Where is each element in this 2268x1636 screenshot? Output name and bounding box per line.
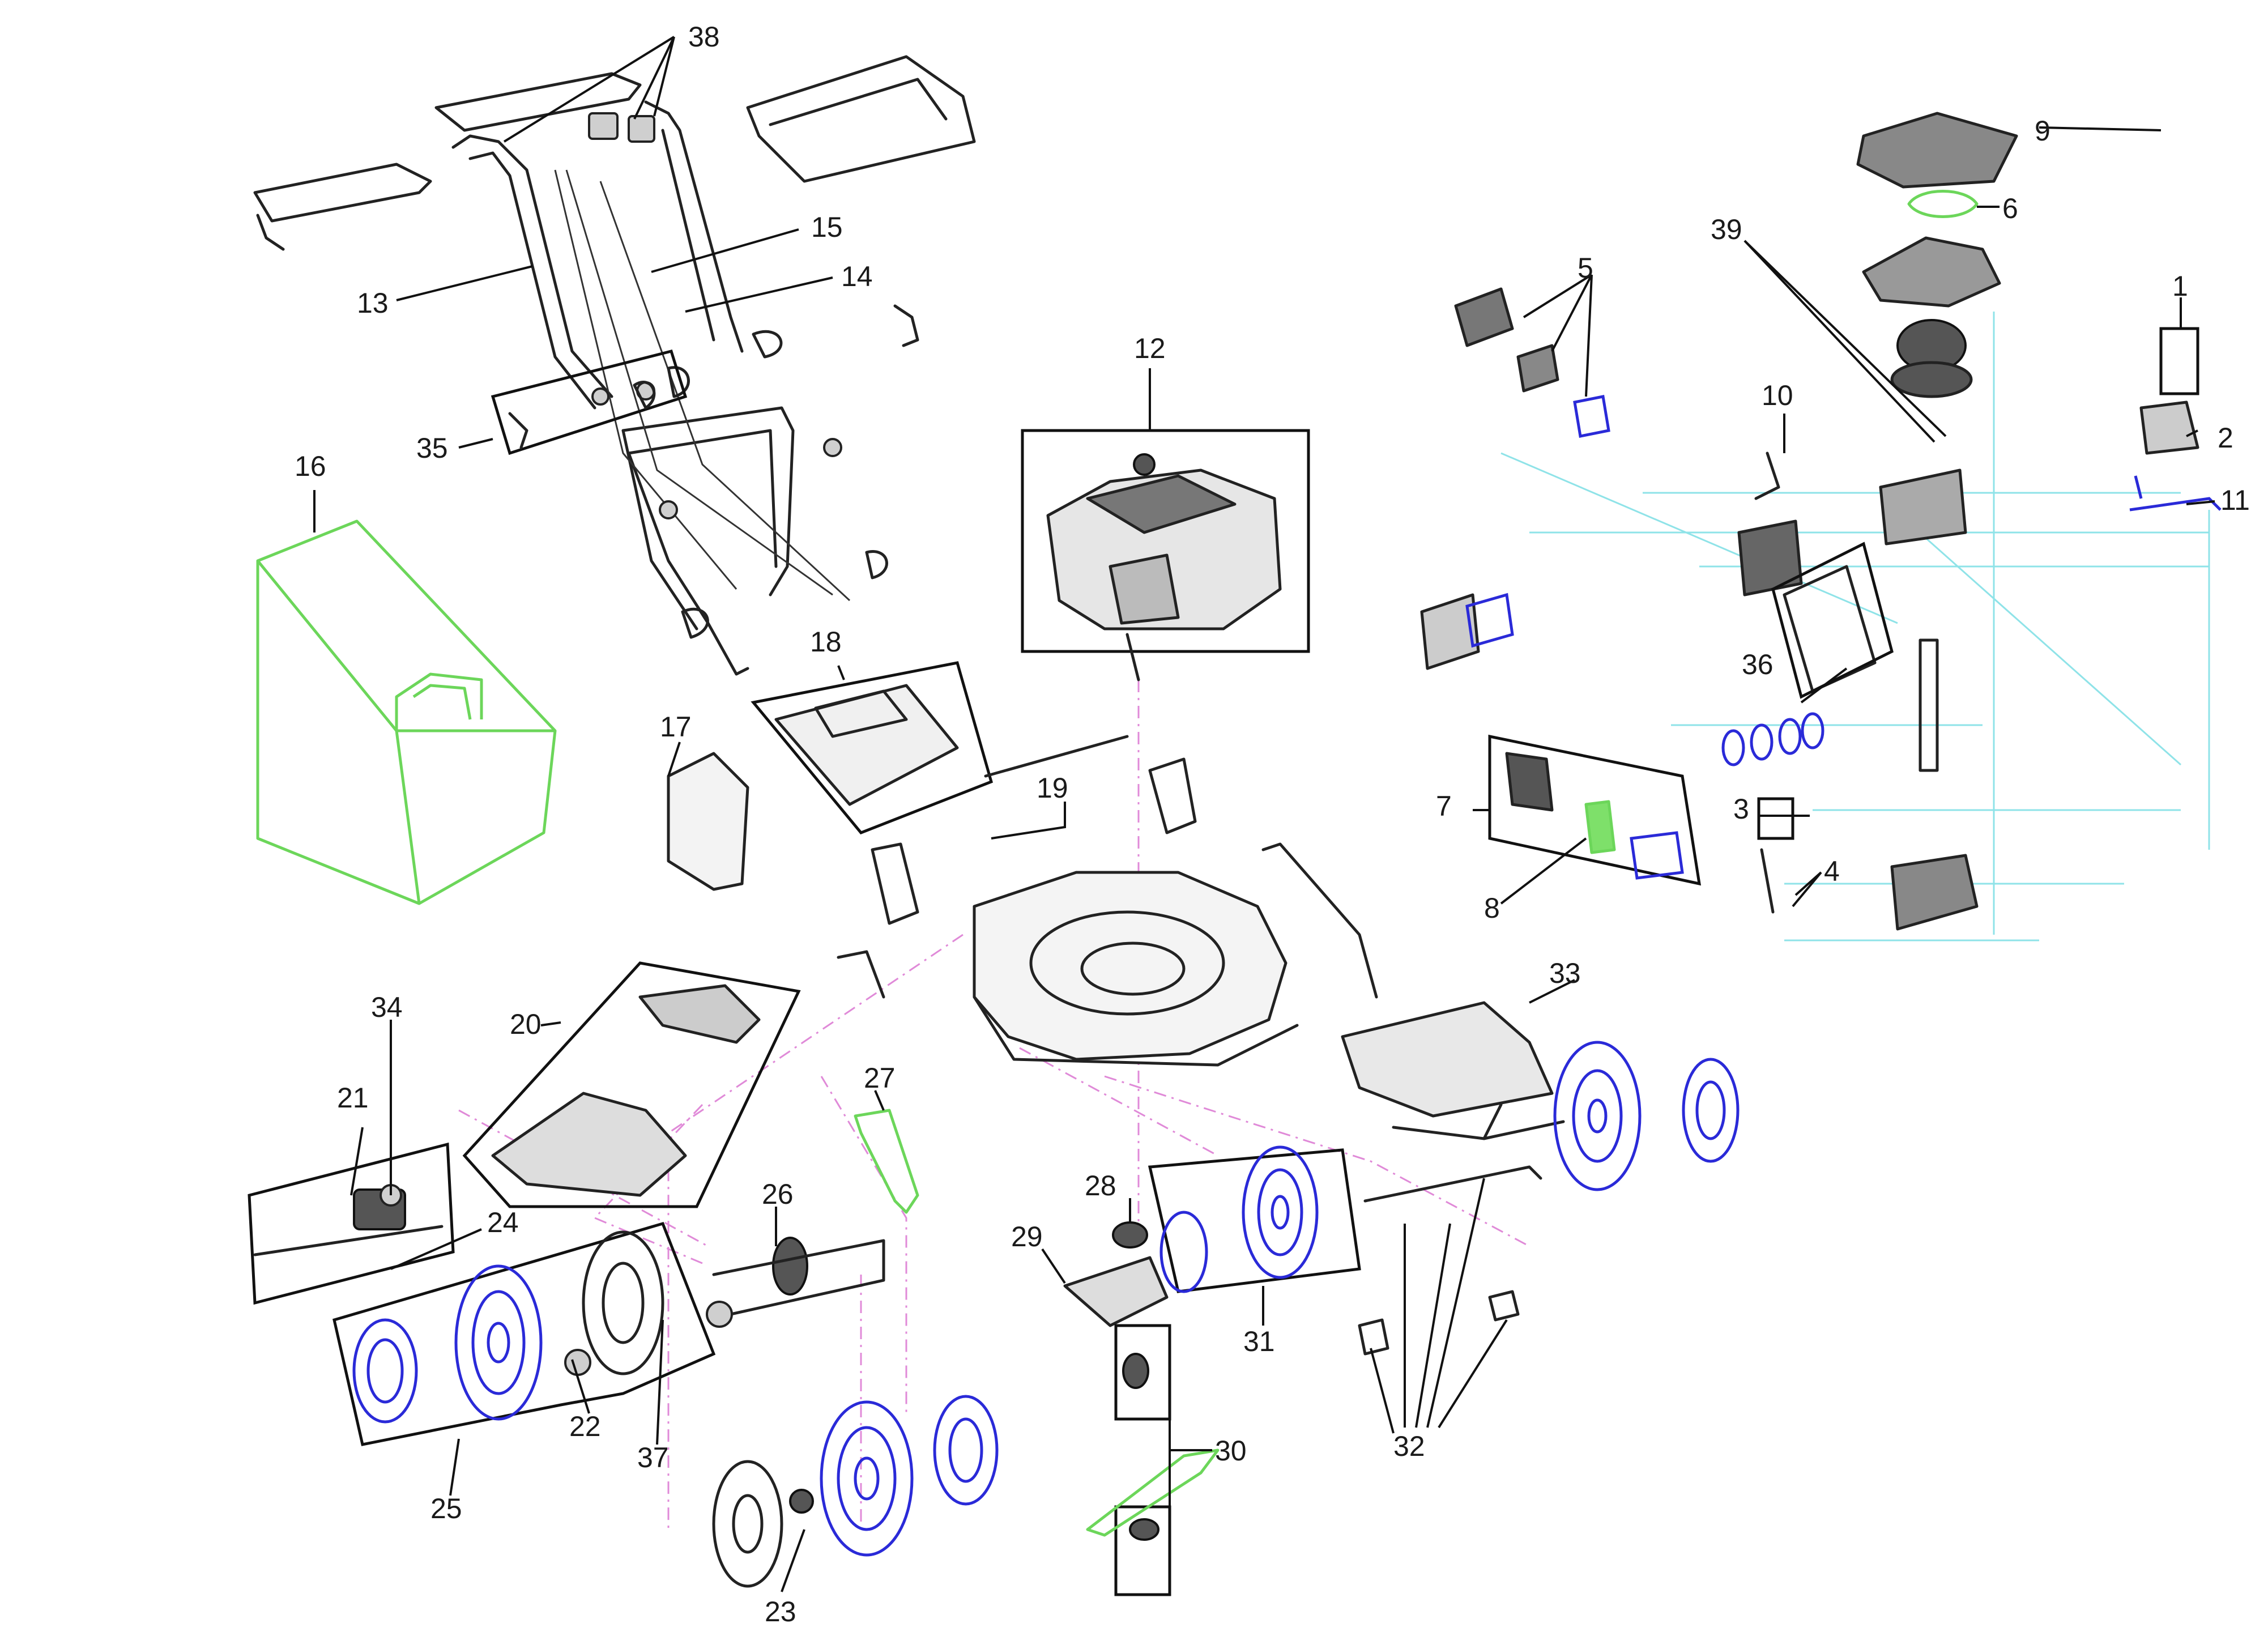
label-11: 11: [2220, 484, 2250, 516]
axle-wheels: [1358, 1041, 1740, 1356]
label-16: 16: [295, 450, 326, 482]
label-14: 14: [841, 261, 873, 292]
mower-deck: [837, 633, 1378, 1067]
label-25: 25: [430, 1493, 462, 1524]
label-10: 10: [1762, 380, 1793, 411]
front-wheel-assembly: [712, 1395, 999, 1588]
label-39: 39: [1711, 214, 1742, 245]
handle-assembly: [253, 55, 976, 676]
side-wheel-box: [1148, 1145, 1361, 1293]
label-5: 5: [1578, 252, 1593, 284]
blade-adapter: [1063, 1221, 1169, 1327]
label-32: 32: [1393, 1430, 1425, 1462]
label-30: 30: [1215, 1435, 1247, 1467]
pulley-assembly: [706, 1237, 885, 1328]
label-7: 7: [1436, 790, 1452, 822]
label-17: 17: [660, 711, 692, 743]
label-37: 37: [637, 1442, 669, 1473]
label-13: 13: [357, 287, 389, 319]
label-33: 33: [1549, 957, 1581, 989]
flap-box: [462, 961, 801, 1208]
label-26: 26: [762, 1178, 794, 1210]
label-12: 12: [1134, 333, 1166, 364]
part-labels: 38 9 6 39 1 5 2 11 10 12 15 14 13 35 16 …: [295, 21, 2250, 1628]
label-9: 9: [2035, 115, 2050, 147]
label-22: 22: [569, 1411, 601, 1442]
label-23: 23: [765, 1596, 796, 1628]
rear-wheel-box: [332, 1221, 716, 1446]
label-38: 38: [688, 21, 720, 53]
label-2: 2: [2218, 422, 2233, 454]
label-20: 20: [510, 1008, 542, 1040]
label-4: 4: [1824, 855, 1840, 887]
label-8: 8: [1484, 892, 1500, 924]
discharge-chute: [667, 752, 749, 891]
engine-box: [1021, 429, 1310, 653]
label-1: 1: [2172, 270, 2188, 302]
label-24: 24: [487, 1207, 519, 1238]
gearbox-box: [248, 1142, 455, 1305]
label-34: 34: [371, 991, 403, 1023]
label-29: 29: [1011, 1221, 1043, 1252]
leader-lines: [313, 36, 2215, 1592]
drive-belt: [854, 1109, 919, 1214]
blade-box: [1086, 1324, 1220, 1596]
label-27: 27: [864, 1062, 896, 1094]
label-31: 31: [1243, 1326, 1275, 1357]
label-21: 21: [337, 1082, 369, 1114]
rear-flap-box: [751, 661, 994, 834]
label-15: 15: [811, 211, 843, 243]
grass-catcher: [256, 519, 557, 905]
label-3: 3: [1733, 793, 1749, 825]
label-19: 19: [1037, 772, 1068, 804]
label-6: 6: [2002, 193, 2018, 224]
label-35: 35: [416, 432, 448, 464]
cyan-guide-lines: [1500, 312, 2210, 941]
engine-exploded: [1420, 112, 2222, 931]
label-28: 28: [1085, 1170, 1116, 1202]
rear-cover: [1341, 1001, 1565, 1140]
label-36: 36: [1742, 649, 1774, 680]
label-18: 18: [810, 626, 842, 658]
